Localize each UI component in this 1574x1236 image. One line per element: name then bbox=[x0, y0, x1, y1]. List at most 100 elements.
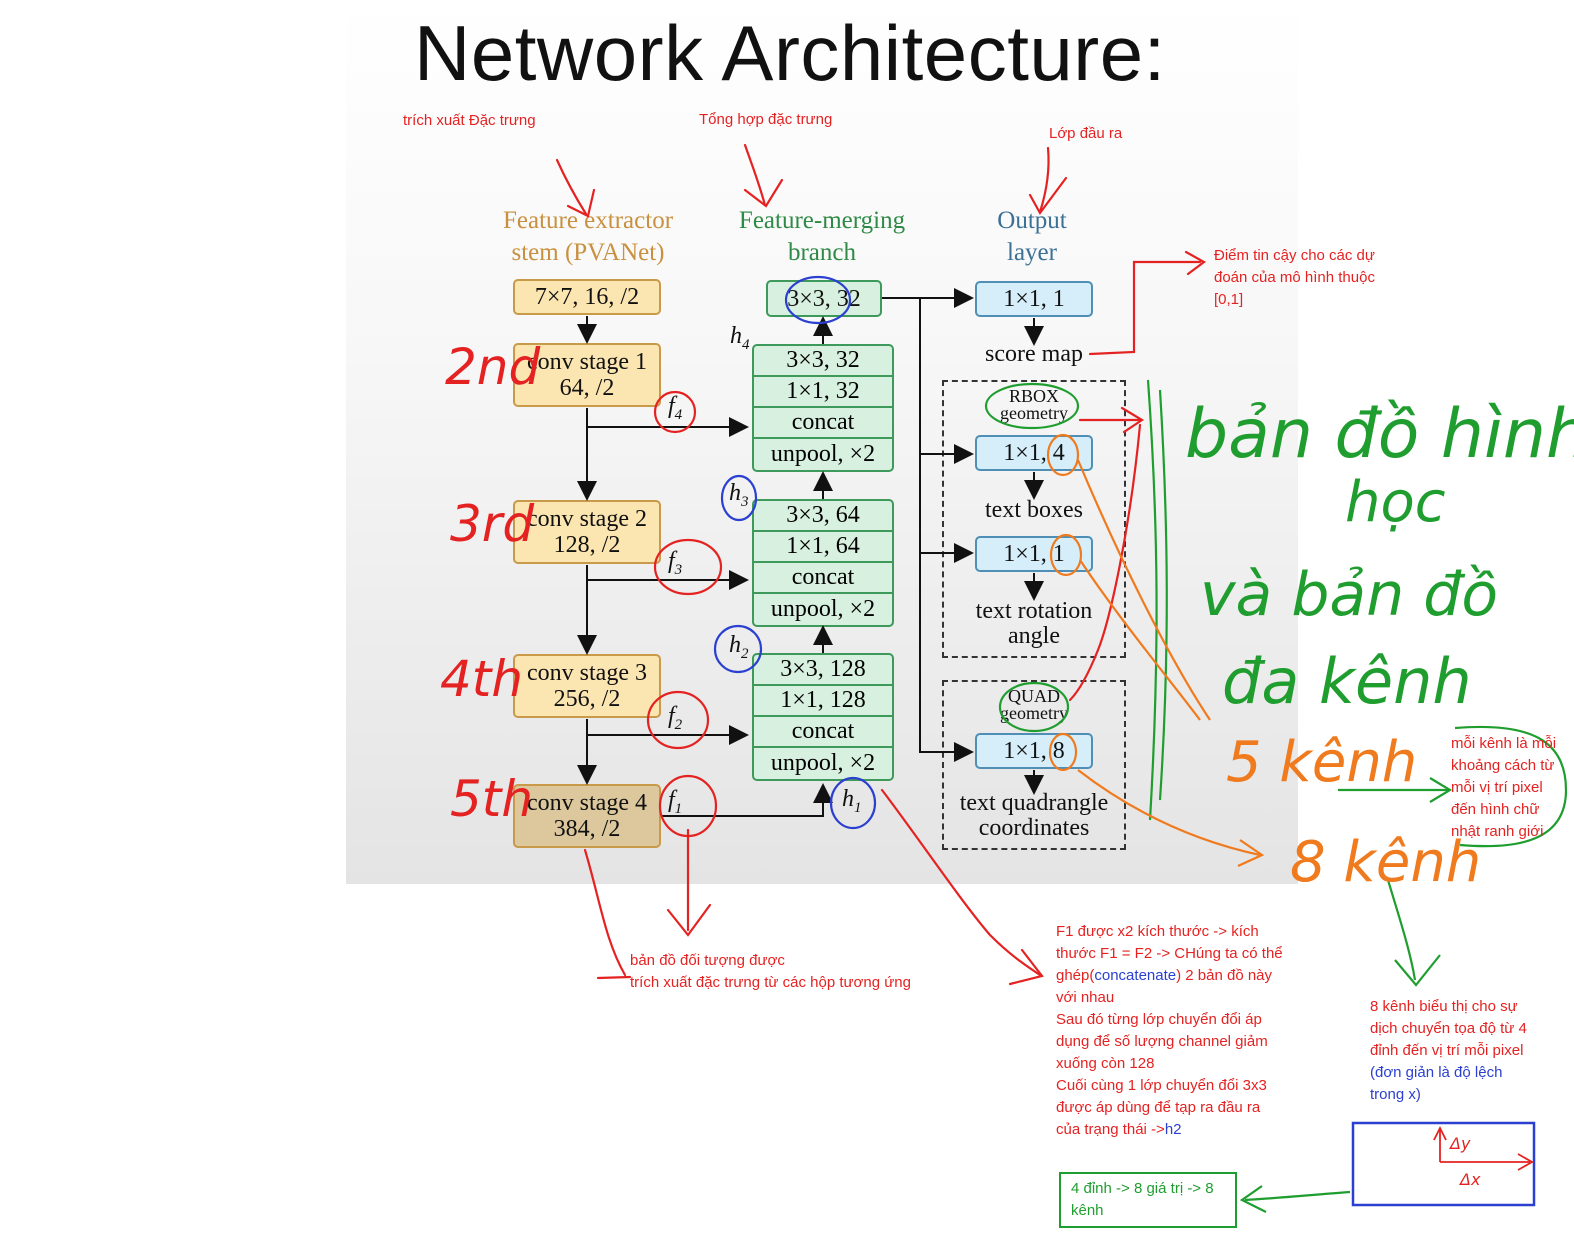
note-green-line: kênh bbox=[1071, 1202, 1104, 1219]
note-f1-line: Cuối cùng 1 lớp chuyển đổi 3x3 bbox=[1056, 1077, 1267, 1094]
slide-title: Network Architecture: bbox=[414, 9, 1166, 97]
merge-row: 3×3, 64 bbox=[754, 501, 892, 532]
note-f1-line: xuống còn 128 bbox=[1056, 1055, 1155, 1072]
quad-group bbox=[942, 680, 1126, 850]
symbol-f4-base: f bbox=[668, 393, 675, 419]
stage-2nd-label: 2nd bbox=[445, 338, 541, 396]
symbol-f1: f1 bbox=[668, 787, 682, 818]
diagram-connectors bbox=[577, 288, 1044, 817]
green-text-2: học bbox=[1345, 470, 1446, 535]
merge-row: 1×1, 128 bbox=[754, 686, 892, 717]
quad-label: QUAD geometry bbox=[994, 687, 1074, 722]
symbol-h1: h1 bbox=[842, 786, 862, 817]
header-output-line1: Output bbox=[997, 207, 1067, 234]
symbol-f2: f2 bbox=[668, 703, 682, 734]
merge-block-h2: 3×3, 128 1×1, 128 concat unpool, ×2 bbox=[752, 653, 894, 781]
rbox-label: RBOX geometry bbox=[994, 386, 1074, 423]
conv-stage-3-params: 256, /2 bbox=[553, 686, 621, 712]
merge-row: concat bbox=[754, 408, 892, 439]
symbol-f3-base: f bbox=[668, 548, 675, 574]
note-channel-line: nhật ranh giới bbox=[1451, 823, 1544, 840]
rbox-label-line1: RBOX bbox=[1008, 386, 1059, 406]
symbol-h2-sub: 2 bbox=[741, 645, 749, 662]
note-channel-line: khoảng cách từ bbox=[1451, 757, 1555, 774]
note-eight-line: dịch chuyển tọa độ từ 4 bbox=[1370, 1020, 1527, 1037]
symbol-f3: f3 bbox=[668, 548, 682, 579]
note-bottom-left-line: bản đồ đối tượng được bbox=[630, 952, 785, 969]
note-f1: F1 được x2 kích thước -> kích thước F1 =… bbox=[1056, 921, 1283, 1141]
rbox-label-line2: geometry bbox=[1000, 403, 1068, 423]
note-f1-line: F1 được x2 kích thước -> kích bbox=[1056, 923, 1259, 940]
rotation-line2: angle bbox=[1008, 623, 1060, 649]
symbol-f4: f4 bbox=[668, 393, 682, 424]
merge-row: concat bbox=[754, 563, 892, 594]
symbol-h2-base: h bbox=[729, 632, 741, 658]
merge-row: concat bbox=[754, 717, 892, 748]
symbol-f4-sub: 4 bbox=[674, 406, 683, 423]
symbol-h4-sub: 4 bbox=[742, 336, 750, 353]
symbol-h1-base: h bbox=[842, 786, 854, 812]
green-annotations bbox=[984, 379, 1568, 1228]
note-merge: Tổng hợp đặc trưng bbox=[699, 111, 833, 128]
note-channel-line: mỗi vị trí pixel bbox=[1451, 779, 1543, 796]
note-score-line: [0,1] bbox=[1214, 291, 1244, 308]
symbol-h3-sub: 3 bbox=[741, 493, 749, 510]
merge-row: unpool, ×2 bbox=[770, 750, 876, 776]
note-f1-concatenate: concatenate bbox=[1094, 967, 1177, 984]
note-eight-blue: trong x) bbox=[1370, 1086, 1421, 1103]
symbol-f1-sub: 1 bbox=[674, 800, 683, 817]
symbol-h1-sub: 1 bbox=[854, 799, 862, 816]
green-text-4: đa kênh bbox=[1222, 645, 1472, 718]
note-f1-line: ghép(concatenate) 2 bản đồ này bbox=[1056, 965, 1283, 987]
note-score-line: đoán của mô hình thuộc bbox=[1214, 269, 1375, 286]
stage-3rd-label: 3rd bbox=[450, 495, 535, 553]
orange-five-channels: 5 kênh bbox=[1226, 730, 1418, 795]
merge-row: 3×3, 128 bbox=[754, 655, 892, 686]
green-text-1: bản đồ hình bbox=[1185, 395, 1574, 474]
red-annotations bbox=[555, 143, 1207, 986]
note-eight-line: đỉnh đến vị trí mỗi pixel bbox=[1370, 1042, 1524, 1059]
header-stem-line2: stem (PVANet) bbox=[511, 239, 665, 266]
note-f1-h2: h2 bbox=[1164, 1121, 1182, 1138]
merge-row: 1×1, 32 bbox=[754, 377, 892, 408]
score-conv: 1×1, 1 bbox=[975, 281, 1093, 317]
symbol-h4-base: h bbox=[730, 323, 742, 349]
conv-stage-1-label: conv stage 1 bbox=[527, 349, 647, 375]
header-stem: Feature extractor stem (PVANet) bbox=[488, 205, 688, 269]
text-boxes-label: text boxes bbox=[985, 497, 1083, 523]
quad-coords-line2: coordinates bbox=[978, 815, 1090, 841]
conv-stage-2-params: 128, /2 bbox=[553, 532, 621, 558]
header-merge: Feature-merging branch bbox=[722, 205, 922, 269]
delta-diagram bbox=[1433, 1125, 1534, 1171]
note-eight-blue: (đơn giản là độ lệch bbox=[1370, 1064, 1503, 1081]
rbox-conv-4: 1×1, 4 bbox=[975, 435, 1093, 471]
note-extract: trích xuất Đặc trưng bbox=[403, 112, 536, 129]
symbol-f2-sub: 2 bbox=[674, 716, 683, 733]
symbol-f2-base: f bbox=[668, 703, 675, 729]
merge-row: unpool, ×2 bbox=[770, 441, 876, 467]
merge-row: unpool, ×2 bbox=[770, 596, 876, 622]
stem-input-conv: 7×7, 16, /2 bbox=[513, 279, 661, 315]
symbol-h4: h4 bbox=[730, 323, 750, 354]
note-bottom-left-line: trích xuất đặc trưng từ các hộp tương ứn… bbox=[630, 974, 911, 991]
note-f1-l3a: ghép( bbox=[1056, 967, 1095, 984]
symbol-h2: h2 bbox=[729, 632, 749, 663]
header-merge-line2: branch bbox=[787, 239, 857, 266]
merge-block-h3: 3×3, 64 1×1, 64 concat unpool, ×2 bbox=[752, 499, 894, 627]
note-channel: mỗi kênh là mỗi khoảng cách từ mỗi vị tr… bbox=[1451, 733, 1571, 843]
symbol-f3-sub: 3 bbox=[674, 561, 683, 578]
orange-annotations bbox=[1046, 433, 1265, 867]
header-merge-line1: Feature-merging bbox=[738, 207, 906, 234]
delta-y-label: Δy bbox=[1450, 1134, 1471, 1153]
note-eight-line: 8 kênh biểu thị cho sự bbox=[1370, 998, 1518, 1015]
note-channel-line: mỗi kênh là mỗi bbox=[1451, 735, 1557, 752]
note-eight: 8 kênh biểu thị cho sự dịch chuyển tọa đ… bbox=[1370, 996, 1527, 1106]
note-f1-line: của trạng thái ->h2 bbox=[1056, 1119, 1283, 1141]
header-output-line2: layer bbox=[1007, 239, 1057, 266]
rbox-conv-1: 1×1, 1 bbox=[975, 536, 1093, 572]
symbol-h3-base: h bbox=[729, 480, 741, 506]
